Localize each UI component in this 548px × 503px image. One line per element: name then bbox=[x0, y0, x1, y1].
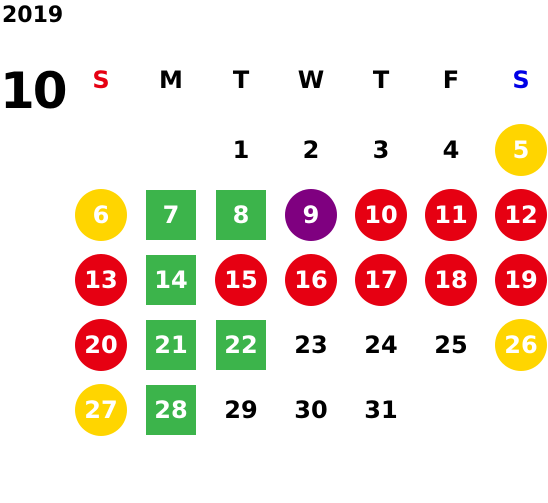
calendar-day[interactable]: 10 bbox=[355, 189, 407, 241]
calendar-day[interactable]: 11 bbox=[425, 189, 477, 241]
calendar-day[interactable]: 16 bbox=[285, 254, 337, 306]
calendar-day[interactable]: 22 bbox=[216, 320, 266, 370]
calendar-day[interactable]: 19 bbox=[495, 254, 547, 306]
calendar-day[interactable]: 7 bbox=[146, 190, 196, 240]
weekday-tue: T bbox=[232, 66, 250, 94]
calendar-day[interactable]: 18 bbox=[425, 254, 477, 306]
calendar-day[interactable]: 4 bbox=[442, 136, 460, 164]
calendar-day[interactable]: 31 bbox=[364, 396, 398, 424]
calendar-day[interactable]: 5 bbox=[495, 124, 547, 176]
calendar-day[interactable]: 3 bbox=[372, 136, 390, 164]
weekday-mon: M bbox=[159, 66, 183, 94]
calendar-day[interactable]: 2 bbox=[302, 136, 320, 164]
calendar-day[interactable]: 26 bbox=[495, 319, 547, 371]
calendar-day[interactable]: 13 bbox=[75, 254, 127, 306]
weekday-sun: S bbox=[92, 66, 110, 94]
calendar-day[interactable]: 1 bbox=[232, 136, 250, 164]
calendar-day[interactable]: 8 bbox=[216, 190, 266, 240]
weekday-wed: W bbox=[297, 66, 325, 94]
calendar-day[interactable]: 25 bbox=[434, 331, 468, 359]
calendar-day[interactable]: 29 bbox=[224, 396, 258, 424]
calendar-day[interactable]: 20 bbox=[75, 319, 127, 371]
calendar-day[interactable]: 28 bbox=[146, 385, 196, 435]
calendar-day[interactable]: 15 bbox=[215, 254, 267, 306]
calendar-day[interactable]: 30 bbox=[294, 396, 328, 424]
calendar-day[interactable]: 6 bbox=[75, 189, 127, 241]
calendar-day[interactable]: 27 bbox=[75, 384, 127, 436]
calendar-day[interactable]: 23 bbox=[294, 331, 328, 359]
weekday-thu: T bbox=[372, 66, 390, 94]
calendar-day[interactable]: 12 bbox=[495, 189, 547, 241]
calendar-day[interactable]: 9 bbox=[285, 189, 337, 241]
weekday-fri: F bbox=[442, 66, 460, 94]
calendar-month: 10 bbox=[0, 62, 68, 120]
calendar-day[interactable]: 14 bbox=[146, 255, 196, 305]
weekday-sat: S bbox=[512, 66, 530, 94]
calendar-day[interactable]: 21 bbox=[146, 320, 196, 370]
calendar-day[interactable]: 24 bbox=[364, 331, 398, 359]
calendar-year: 2019 bbox=[2, 3, 64, 28]
calendar-day[interactable]: 17 bbox=[355, 254, 407, 306]
